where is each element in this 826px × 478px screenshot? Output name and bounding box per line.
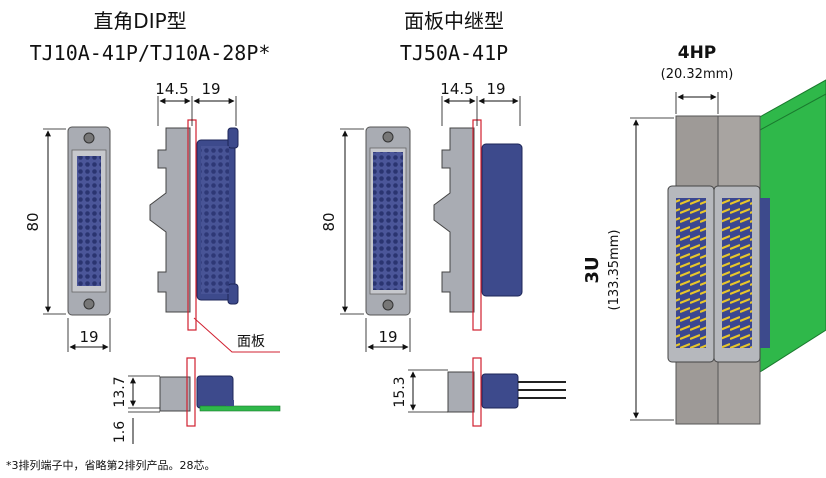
mid-width-label: 19: [378, 328, 397, 346]
panel-leader-line: [193, 317, 280, 353]
mid-front-connector: [365, 126, 411, 316]
left-bottom-dim-a: 13.7: [112, 376, 128, 407]
mid-side-connector: [433, 127, 523, 313]
mid-bottom-connector: [447, 371, 566, 413]
mid-height-label: 80: [320, 212, 338, 231]
mid-side-dim-b: 19: [486, 80, 505, 98]
left-title: 直角DIP型: [93, 9, 186, 33]
left-side-connector: [149, 127, 239, 313]
left-side-dim-a: 14.5: [155, 80, 188, 98]
width-label: 4HP: [678, 43, 717, 63]
left-front-connector: [67, 126, 111, 316]
height-label: 3U: [582, 256, 603, 283]
width-mm: (20.32mm): [661, 67, 734, 82]
left-bottom-connector: [159, 375, 281, 412]
height-mm: (133.35mm): [607, 230, 622, 311]
mid-model: TJ50A-41P: [400, 41, 508, 65]
mid-bottom-dim: 15.3: [392, 376, 408, 407]
left-model: TJ10A-41P/TJ10A-28P*: [30, 41, 271, 65]
left-side-dim-b: 19: [201, 80, 220, 98]
rack-illustration: [667, 79, 826, 425]
left-width-label: 19: [79, 328, 98, 346]
footnote: *3排列端子中，省略第2排列产品。28芯。: [6, 459, 216, 472]
mid-side-dim-a: 14.5: [440, 80, 473, 98]
mid-title: 面板中继型: [404, 9, 504, 33]
panel-label: 面板: [237, 334, 265, 350]
left-bottom-dim-b: 1.6: [112, 421, 128, 443]
left-height-label: 80: [24, 212, 42, 231]
